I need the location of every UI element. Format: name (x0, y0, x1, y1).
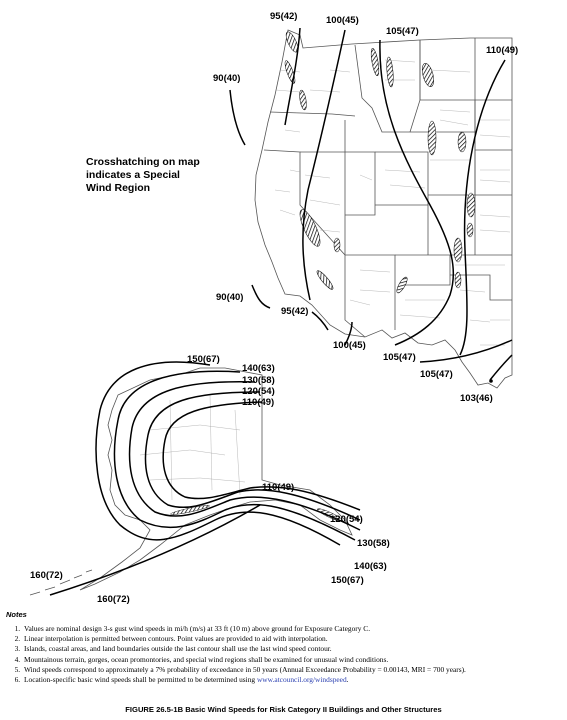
contour-line (311, 311, 329, 331)
contour-label: 110(49) (262, 482, 294, 493)
notes-heading: Notes (6, 610, 27, 619)
special-wind-region (299, 209, 321, 247)
contour-label: 110(49) (486, 45, 518, 56)
special-wind-region (466, 192, 476, 218)
alaska-outline (79, 367, 353, 591)
contour-label: 95(42) (281, 306, 308, 317)
contour-label: 140(63) (242, 363, 275, 374)
contour-line (128, 381, 361, 531)
state-boundary (354, 40, 421, 133)
contour-label: 160(72) (97, 594, 130, 605)
special-wind-region (422, 63, 434, 87)
state-boundary (263, 149, 346, 256)
state-boundary (395, 254, 451, 286)
special-wind-region (370, 47, 380, 77)
contour-line (284, 27, 301, 126)
state-boundary (450, 274, 512, 301)
state-boundary (375, 151, 429, 206)
contour-labels-conus: 95(42) 100(45) 105(47) 110(49) 90(40) 90… (213, 11, 518, 404)
note-text-end: . (346, 675, 349, 685)
note-item: Wind speeds correspond to approximately … (22, 665, 561, 675)
special-wind-region (170, 505, 210, 515)
special-wind-regions-conus (284, 31, 476, 294)
contour-label: 90(40) (213, 73, 240, 84)
contour-line (419, 339, 513, 363)
notes-section: Notes Values are nominal design 3-s gust… (6, 610, 561, 685)
notes-list: Values are nominal design 3-s gust wind … (6, 624, 561, 685)
state-boundary (344, 120, 376, 216)
contour-label: 130(58) (357, 538, 390, 549)
note-line: indicates a Special (86, 169, 180, 181)
contour-label: 120(54) (330, 514, 363, 525)
special-wind-region (396, 276, 408, 294)
contour-label: 110(49) (242, 397, 274, 408)
alaska-borough-lines (139, 394, 246, 501)
note-item: Linear interpolation is permitted betwee… (22, 634, 561, 644)
contour-line (162, 401, 361, 511)
state-boundary (269, 111, 356, 117)
contour-label: 103(46) (460, 393, 493, 404)
special-wind-region (454, 271, 462, 289)
contours-alaska (49, 361, 361, 596)
contour-line (144, 391, 361, 521)
contour-labels-alaska: 150(67) 140(63) 130(58) 120(54) 110(49) … (30, 354, 390, 605)
special-wind-region (453, 237, 463, 263)
contour-label: 150(67) (187, 354, 220, 365)
contour-label: 130(58) (242, 375, 275, 386)
state-boundary (344, 255, 366, 338)
figure-caption: FIGURE 26.5-1B Basic Wind Speeds for Ris… (125, 705, 442, 714)
contour-label: 105(47) (420, 369, 453, 380)
contour-label: 95(42) (270, 11, 297, 22)
note-line: Wind Region (86, 182, 150, 194)
contour-line (95, 361, 341, 546)
aleutian-islands (29, 569, 93, 596)
contour-line (302, 29, 346, 301)
special-wind-region (316, 270, 334, 290)
special-wind-region (386, 56, 394, 88)
contour-label: 160(72) (30, 570, 63, 581)
contour-label: 140(63) (354, 561, 387, 572)
special-wind-region (466, 222, 474, 238)
contour-label: 90(40) (216, 292, 243, 303)
note-item: Mountainous terrain, gorges, ocean promo… (22, 655, 561, 665)
special-wind-region (299, 89, 307, 111)
contour-line (489, 354, 513, 381)
contour-line (251, 284, 271, 309)
note-item: Islands, coastal areas, and land boundar… (22, 644, 561, 654)
contour-label: 105(47) (383, 352, 416, 363)
contour-line (379, 39, 455, 346)
contour-line (229, 89, 246, 146)
special-wind-region (284, 60, 296, 84)
note-item-location-specific: Location-specific basic wind speeds shal… (22, 675, 561, 685)
special-wind-region (285, 31, 299, 53)
contour-label: 100(45) (333, 340, 366, 351)
note-item: Values are nominal design 3-s gust wind … (22, 624, 561, 634)
contour-label: 100(45) (326, 15, 359, 26)
state-boundary (345, 254, 396, 330)
contour-label: 105(47) (386, 26, 419, 37)
contour-line (49, 504, 261, 596)
contour-line (344, 321, 353, 346)
contour-label: 150(67) (331, 575, 364, 586)
note-text: Location-specific basic wind speeds shal… (24, 675, 257, 685)
contour-line (459, 59, 506, 356)
special-wind-region (427, 120, 437, 156)
contour-label: 120(54) (242, 386, 275, 397)
conus-outline (254, 29, 513, 389)
contour-line (113, 370, 356, 541)
conus-basemap (254, 29, 513, 389)
atcouncil-windspeed-link[interactable]: www.atcouncil.org/windspeed (256, 675, 347, 685)
location-marker-dot (489, 379, 493, 383)
alaska-basemap (29, 367, 353, 596)
special-region-note: Crosshatching on map indicates a Special… (86, 156, 200, 194)
contours-conus (229, 27, 513, 381)
wind-speed-map: 95(42) 100(45) 105(47) 110(49) 90(40) 90… (29, 11, 518, 605)
special-wind-region (333, 237, 341, 253)
special-wind-region (457, 131, 467, 153)
note-line: Crosshatching on map (86, 156, 200, 168)
